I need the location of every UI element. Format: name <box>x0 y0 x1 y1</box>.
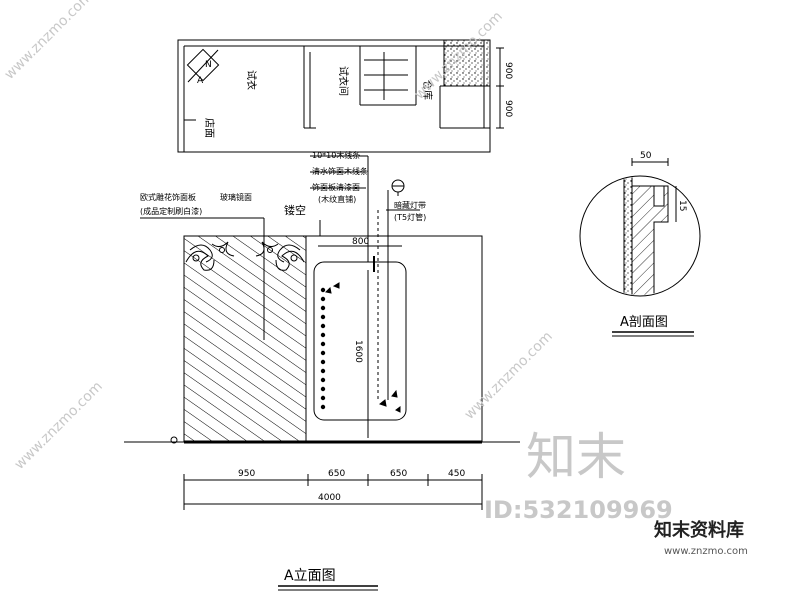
watermark-logo: 知末 <box>526 428 626 486</box>
callout-glass: 玻璃镜面 <box>220 192 252 202</box>
mirror-dot <box>320 377 326 383</box>
plan-room-right: 仓库 <box>421 80 434 100</box>
plan-column <box>443 39 491 87</box>
carved-panel <box>183 235 307 443</box>
section-title: A剖面图 <box>620 315 668 330</box>
inner-width: 800 <box>352 237 369 247</box>
section-dim-side: 15 <box>677 200 687 211</box>
watermark-diag-2: www.znzmo.com <box>462 328 556 422</box>
callout-carved: 欧式雕花饰面板 <box>140 192 196 202</box>
mirror-dot <box>320 404 326 410</box>
dim-total: 4000 <box>318 493 341 503</box>
mirror-dot <box>320 368 326 374</box>
callout-veneer: 清水饰面木线条 <box>312 166 368 176</box>
watermark-diag-4: www.znzmo.com <box>412 8 506 102</box>
floor-plan: N A 试衣 试衣间 仓库 店面 900 900 <box>177 39 513 153</box>
callout-carved-sub: (成品定制刷白漆) <box>140 206 202 216</box>
plan-outline <box>177 39 491 153</box>
mirror-butterflies <box>324 282 401 413</box>
mirror-dot <box>320 395 326 401</box>
mirror-dot <box>320 332 326 338</box>
watermark-url: www.znzmo.com <box>664 546 748 557</box>
plan-room-fitting: 试衣间 <box>337 66 350 96</box>
dim-1: 950 <box>238 469 255 479</box>
watermark-id: ID:532109969 <box>484 496 673 524</box>
plan-dim-bottom: 900 <box>503 100 513 117</box>
callout-light: 暗藏灯带 <box>394 200 426 210</box>
mirror-dot <box>320 350 326 356</box>
mirror-dot <box>320 341 326 347</box>
compass-icon: N A <box>186 48 220 86</box>
plan-room-left: 试衣 <box>245 70 258 90</box>
plan-room-bottom-left: 店面 <box>203 118 216 138</box>
inner-height: 1600 <box>353 340 363 363</box>
dim-4: 450 <box>448 469 465 479</box>
compass-a: A <box>197 76 204 86</box>
watermark-brand: 知末资料库 <box>654 519 744 541</box>
mirror-dot <box>320 323 326 329</box>
callout-paint-finish-sub: (木纹直铺) <box>318 194 356 204</box>
mirror-dot <box>320 314 326 320</box>
elevation-a: 800 1600 10*10木线条 清水饰面木线条 饰面板清漆面 (木纹直铺) … <box>124 150 520 591</box>
callout-hollow: 镂空 <box>284 203 306 217</box>
dim-2: 650 <box>328 469 345 479</box>
dim-3: 650 <box>390 469 407 479</box>
section-a: 50 15 A剖面图 <box>579 151 701 337</box>
section-circle <box>579 175 701 297</box>
elevation-title: A立面图 <box>284 568 336 584</box>
plan-dim-top: 900 <box>503 62 513 79</box>
ornament-right <box>255 241 305 271</box>
mirror-dot <box>320 386 326 392</box>
section-dim-top: 50 <box>640 151 652 161</box>
mirror-dot <box>320 287 326 293</box>
callout-wood-line: 10*10木线条 <box>312 150 360 160</box>
callout-paint-finish: 饰面板清漆面 <box>312 182 360 192</box>
bottom-dimensions: 950 650 650 450 4000 <box>183 469 483 510</box>
mirror-dot <box>320 296 326 302</box>
watermark-diag-1: www.znzmo.com <box>12 378 106 472</box>
compass-n: N <box>205 60 212 70</box>
callout-light-sub: (T5灯管) <box>394 212 426 222</box>
mirror-panel <box>313 261 407 421</box>
mirror-dot <box>320 305 326 311</box>
ornament-left <box>185 241 235 271</box>
watermark-diag-3: www.znzmo.com <box>2 0 96 83</box>
mirror-dot-column <box>320 287 326 410</box>
mirror-dot <box>320 359 326 365</box>
